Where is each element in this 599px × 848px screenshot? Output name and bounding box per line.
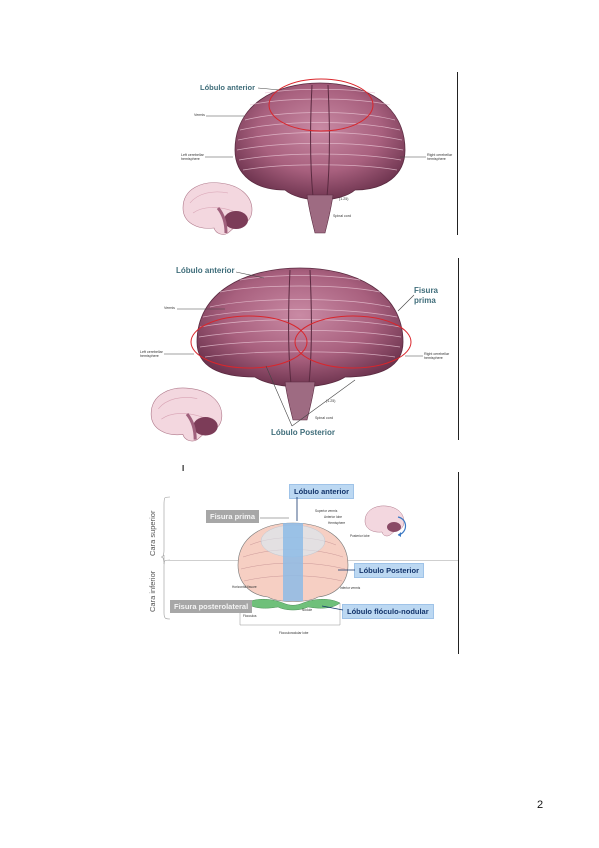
posterior-lobe-arrows bbox=[265, 365, 356, 427]
leader-line bbox=[177, 308, 225, 310]
label-fisura-posterolateral: Fisura posterolateral bbox=[170, 600, 253, 613]
label-vermis: Vermis bbox=[194, 113, 205, 117]
brain-inset-2 bbox=[150, 387, 223, 442]
divider-line bbox=[457, 72, 458, 235]
label-posterior-lobe: Posterior lobe bbox=[350, 534, 370, 538]
tick-mark: I bbox=[182, 464, 185, 473]
label-fisura-prima: Fisura prima bbox=[414, 286, 439, 305]
leader-line bbox=[258, 87, 281, 91]
leader-line bbox=[260, 517, 289, 519]
cerebellum-diagram bbox=[237, 522, 349, 626]
label-inferior-vermis: Inferior vermis bbox=[340, 586, 361, 590]
leader-line bbox=[397, 294, 415, 312]
leader-line bbox=[405, 355, 423, 357]
leader-line bbox=[205, 156, 233, 158]
label-superior-vermis: Superior vermis bbox=[315, 509, 338, 513]
leader-line bbox=[236, 271, 265, 279]
label-right-hemisphere: Right cerebellar hemisphere bbox=[427, 153, 453, 162]
face-brackets bbox=[160, 496, 171, 620]
label-lobulo-posterior: Lóbulo Posterior bbox=[271, 428, 335, 437]
label-flocculus: Flocculus bbox=[243, 614, 257, 618]
label-nodule: Nodule bbox=[302, 608, 313, 612]
brain-inset-3 bbox=[364, 505, 407, 537]
label-horizontal-fissure: Horizontal fissure bbox=[232, 585, 257, 589]
label-left-hemisphere: Left cerebellar hemisphere bbox=[181, 153, 204, 162]
leader-line bbox=[164, 353, 194, 355]
label-cara-inferior: Cara inferior bbox=[148, 570, 157, 612]
divider-line bbox=[458, 258, 459, 440]
label-right-hemisphere: Right cerebellar hemisphere bbox=[424, 352, 450, 361]
label-anterior-lobe: Anterior lobe bbox=[324, 515, 343, 519]
label-hemisphere: Hemisphere bbox=[328, 521, 346, 525]
leader-line bbox=[338, 569, 355, 571]
label-scale: (1.25) bbox=[339, 197, 349, 201]
label-left-hemisphere: Left cerebellar hemisphere bbox=[140, 350, 163, 359]
page-number: 2 bbox=[537, 799, 544, 811]
cerebellum-illustration-superior-1 bbox=[234, 78, 406, 234]
label-spinal-cord: Spinal cord bbox=[315, 416, 333, 420]
divider-line bbox=[458, 472, 459, 654]
label-scale: (1.25) bbox=[326, 399, 336, 403]
label-cara-superior: Cara superior bbox=[148, 510, 157, 556]
leader-line bbox=[296, 497, 298, 521]
leader-line bbox=[206, 115, 244, 117]
highlight-ellipse bbox=[268, 78, 374, 132]
label-vermis: Vermis bbox=[164, 306, 175, 310]
label-lobulo-floculo-nodular: Lóbulo flóculo-nodular bbox=[342, 604, 434, 619]
leader-line bbox=[322, 605, 344, 611]
label-spinal-cord: Spinal cord bbox=[333, 214, 351, 218]
cerebellum-illustration-superior-2 bbox=[190, 267, 412, 421]
leader-line bbox=[400, 156, 426, 158]
label-flocculonodular-lobe: Flocculonodular lobe bbox=[279, 631, 309, 635]
label-fisura-prima: Fisura prima bbox=[206, 510, 260, 523]
brain-inset-1 bbox=[182, 182, 253, 235]
label-lobulo-anterior: Lóbulo anterior bbox=[176, 266, 235, 275]
label-lobulo-anterior: Lóbulo anterior bbox=[200, 83, 255, 92]
label-lobulo-posterior: Lóbulo Posterior bbox=[354, 563, 424, 578]
label-lobulo-anterior: Lóbulo anterior bbox=[289, 484, 354, 499]
vermis-highlight bbox=[283, 523, 303, 601]
